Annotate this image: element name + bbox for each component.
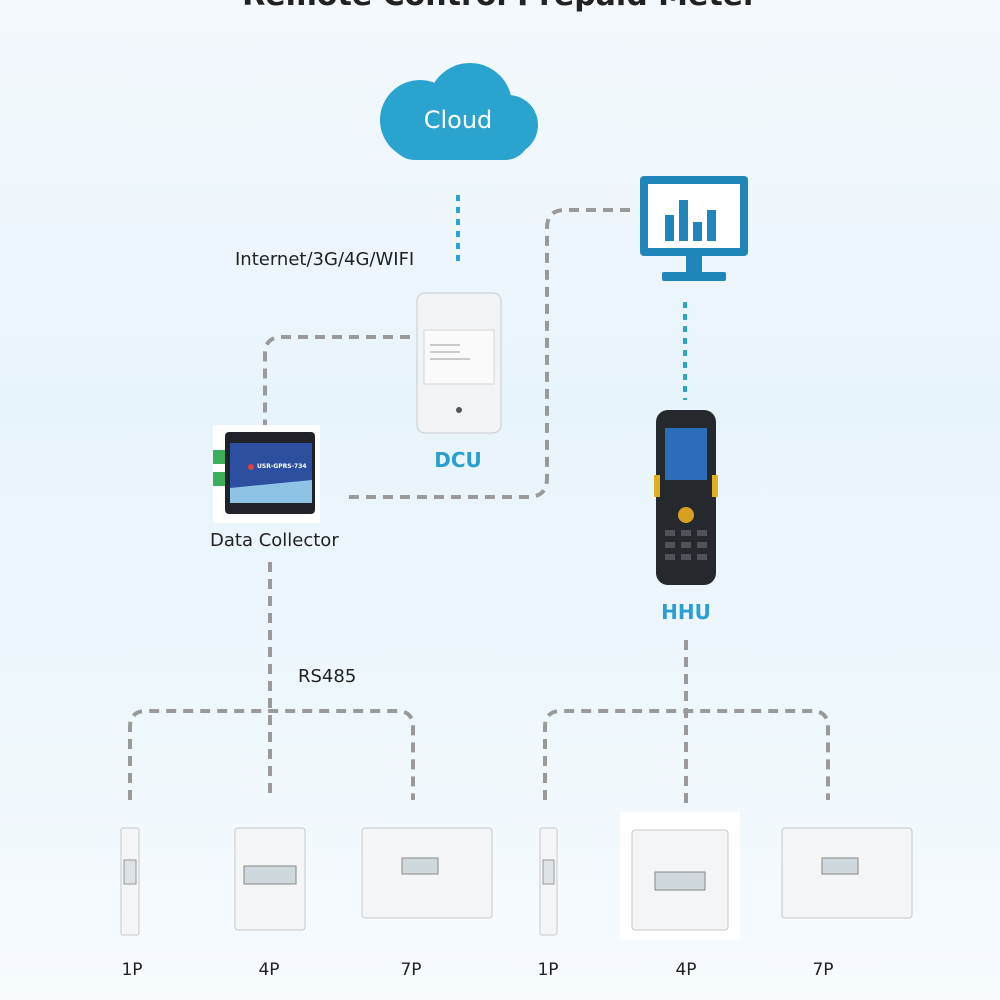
meter-left-4p-image <box>234 827 306 931</box>
connectors <box>128 208 830 805</box>
meter-left-7p-image <box>361 827 493 919</box>
page-title: Remote Control Prepaid Meter <box>0 0 1000 13</box>
meter-label: 4P <box>258 960 280 980</box>
meter-label: 1P <box>537 960 559 980</box>
data-collector-label: Data Collector <box>210 530 339 551</box>
hhu-label: HHU <box>661 600 711 624</box>
meter-label: 4P <box>675 960 697 980</box>
dcu-label: DCU <box>434 448 482 472</box>
connector-monitor-collector <box>345 208 630 499</box>
dcu-device-image <box>416 292 502 434</box>
monitor-icon <box>640 176 748 281</box>
meter-right-7p-image <box>781 827 913 919</box>
meter-left-1p-image <box>120 827 140 936</box>
meter-right-1p-image <box>539 827 558 936</box>
meter-right-4p-image <box>620 812 740 940</box>
meter-label: 1P <box>121 960 143 980</box>
connector-left-bracket <box>128 709 415 800</box>
network-label: Internet/3G/4G/WIFI <box>235 249 415 270</box>
hhu-device-image <box>654 410 718 585</box>
rs485-label: RS485 <box>298 666 357 687</box>
meter-label: 7P <box>812 960 834 980</box>
connector-dcu-collector <box>263 335 410 425</box>
data-collector-device-image <box>213 425 320 523</box>
connector-right-bracket <box>543 709 830 800</box>
meter-label: 7P <box>400 960 422 980</box>
cloud-label: Cloud <box>423 106 493 134</box>
data-collector-model-text: USR-GPRS-734 <box>257 463 307 470</box>
cloud-icon <box>380 63 538 160</box>
